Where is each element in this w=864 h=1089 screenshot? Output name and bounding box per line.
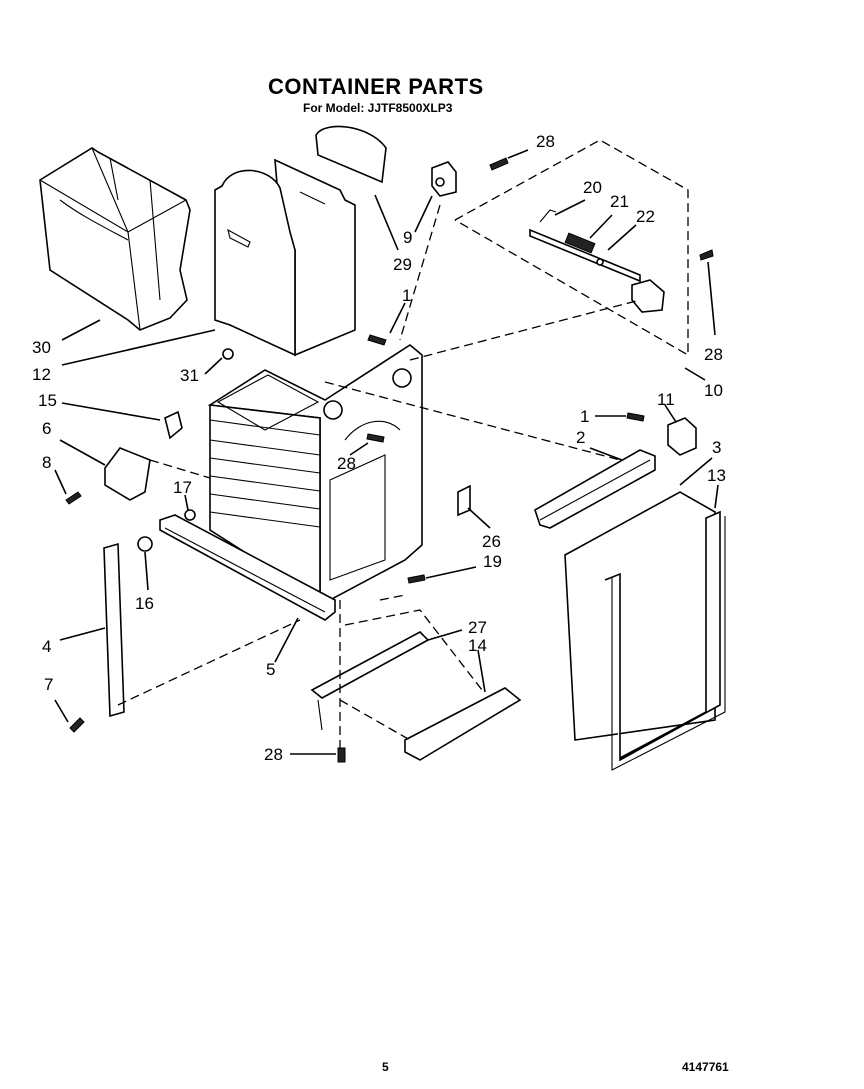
callout-1: 1 — [402, 286, 411, 305]
callout-6: 6 — [42, 419, 51, 438]
callout-11: 11 — [657, 390, 675, 409]
callout-29: 29 — [393, 255, 412, 274]
bracket-part — [667, 417, 697, 456]
drawer-handle-part — [310, 631, 522, 761]
liner-panel-part — [214, 125, 387, 357]
callout-30: 30 — [32, 338, 51, 357]
model-subtitle: For Model: JJTF8500XLP3 — [303, 101, 453, 115]
bottom-rail-part — [159, 514, 336, 621]
bracket-26-part — [457, 484, 471, 517]
callout-26: 26 — [482, 532, 501, 551]
leader-lines — [54, 149, 719, 755]
callout-28: 28 — [337, 454, 356, 473]
document-number: 4147761 — [682, 1060, 729, 1074]
callout-12: 12 — [32, 365, 51, 384]
callout-27: 27 — [468, 618, 487, 637]
callout-21: 21 — [610, 192, 629, 211]
assembly-lines — [117, 204, 641, 760]
trash-bag-part — [39, 147, 191, 331]
callout-7: 7 — [44, 675, 53, 694]
callout-3: 3 — [712, 438, 721, 457]
door-panel-part — [564, 491, 716, 741]
screw-icons — [65, 157, 714, 763]
cabinet-frame-part — [207, 344, 423, 602]
page-number: 5 — [382, 1060, 389, 1074]
hinge-part — [431, 161, 457, 197]
callout-5: 5 — [266, 660, 275, 679]
callout-9: 9 — [403, 228, 412, 247]
callout-4: 4 — [42, 637, 51, 656]
door-frame-part — [604, 510, 726, 771]
callout-28: 28 — [264, 745, 283, 764]
callout-13: 13 — [707, 466, 726, 485]
mount-bracket-part — [104, 447, 151, 501]
callout-15: 15 — [38, 391, 57, 410]
latch-assembly-part — [529, 209, 665, 313]
callout-10: 10 — [704, 381, 723, 400]
callout-20: 20 — [583, 178, 602, 197]
callout-16: 16 — [135, 594, 154, 613]
callout-19: 19 — [483, 552, 502, 571]
callout-2: 2 — [576, 428, 585, 447]
callout-31: 31 — [180, 366, 199, 385]
callout-8: 8 — [42, 453, 51, 472]
callout-1: 1 — [580, 407, 589, 426]
support-channel-part — [534, 449, 656, 529]
callout-labels: 28 9 29 20 21 22 28 10 1 30 12 31 15 6 8… — [32, 132, 726, 764]
callout-17: 17 — [173, 478, 192, 497]
diagram-title: CONTAINER PARTS — [268, 74, 484, 99]
top-panel-outline — [454, 139, 689, 357]
callout-22: 22 — [636, 207, 655, 226]
side-strip-part — [103, 542, 125, 718]
callout-28: 28 — [704, 345, 723, 364]
callout-14: 14 — [468, 636, 487, 655]
clip-part — [164, 410, 183, 440]
callout-28: 28 — [536, 132, 555, 151]
